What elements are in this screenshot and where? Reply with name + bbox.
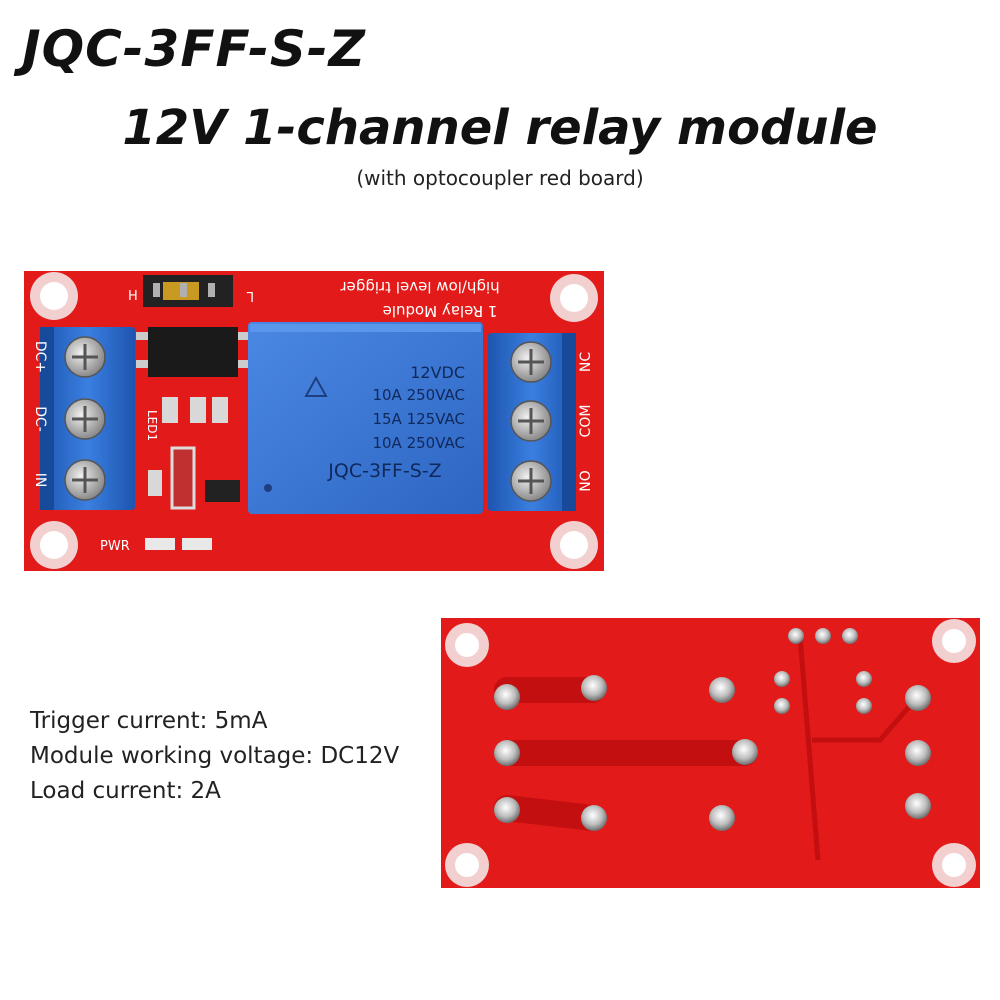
mounting-holes-front xyxy=(30,272,598,569)
pin-label-dc-minus: DC- xyxy=(32,406,48,432)
product-title: 12V 1-channel relay module xyxy=(122,100,878,156)
relay-line-4: 10A 250VAC xyxy=(372,434,465,452)
relay-board-back-photo xyxy=(441,618,980,888)
jumper-l-label: L xyxy=(246,288,254,303)
pin-label-com: COM xyxy=(578,405,594,438)
relay-line-1: 12VDC xyxy=(410,363,465,382)
relay-line-3: 15A 125VAC xyxy=(372,410,465,428)
relay xyxy=(248,322,483,514)
pin-label-in: IN xyxy=(32,473,48,488)
spec-load-current: Load current: 2A xyxy=(30,778,221,804)
module-silkscreen: 1 Relay Module xyxy=(383,302,498,320)
jumper-h-label: H xyxy=(128,289,138,304)
spec-trigger-current: Trigger current: 5mA xyxy=(30,708,268,734)
led1-label: LED1 xyxy=(145,410,159,441)
product-subtitle: (with optocoupler red board) xyxy=(356,166,644,190)
terminal-block-right xyxy=(488,333,576,511)
relay-line-2: 10A 250VAC xyxy=(372,386,465,404)
pin-label-no: NO xyxy=(578,470,594,492)
product-model-title: JQC-3FF-S-Z xyxy=(22,20,366,78)
smd-components xyxy=(145,397,240,550)
spec-working-voltage: Module working voltage: DC12V xyxy=(30,743,400,769)
pin-label-dc-plus: DC+ xyxy=(32,341,48,373)
terminal-block-left xyxy=(40,327,135,510)
jumper-header xyxy=(143,275,233,307)
relay-model-label: JQC-3FF-S-Z xyxy=(327,460,441,482)
pin-label-nc: NC xyxy=(578,352,594,372)
trigger-silkscreen: high/low level trigger xyxy=(340,278,500,296)
pwr-label: PWR xyxy=(100,539,130,554)
optocoupler xyxy=(136,327,250,377)
specifications-list: Trigger current: 5mA Module working volt… xyxy=(30,704,399,809)
